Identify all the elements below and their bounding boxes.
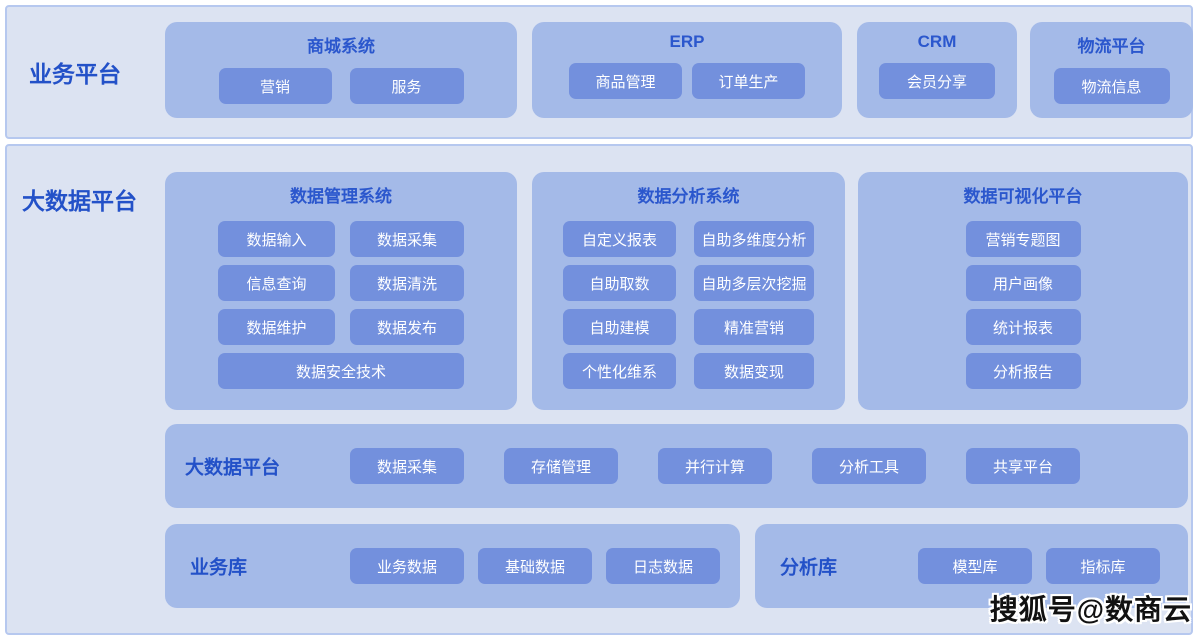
- block-custom-report: 自定义报表: [563, 221, 676, 257]
- block-data-collection-infra: 数据采集: [350, 448, 464, 484]
- block-service: 服务: [349, 68, 464, 104]
- block-model-library: 模型库: [918, 548, 1032, 584]
- block-marketing-thematic-map: 营销专题图: [965, 221, 1081, 257]
- card-title: 数据管理系统: [290, 187, 392, 206]
- block-indicator-library: 指标库: [1046, 548, 1160, 584]
- sohu-watermark: 搜狐号@数商云: [989, 594, 1192, 625]
- card-title: 物流平台: [1077, 37, 1146, 56]
- block-self-modeling: 自助建模: [563, 309, 676, 345]
- block-user-portrait: 用户画像: [965, 265, 1081, 301]
- block-self-data-fetch: 自助取数: [563, 265, 676, 301]
- block-order-production: 订单生产: [692, 63, 805, 99]
- block-data-monetization: 数据变现: [694, 353, 814, 389]
- block-data-publishing: 数据发布: [350, 309, 464, 345]
- block-storage-management: 存储管理: [504, 448, 618, 484]
- block-self-multidim-analysis: 自助多维度分析: [694, 221, 814, 257]
- block-logistics-info: 物流信息: [1053, 68, 1170, 104]
- block-business-data: 业务数据: [350, 548, 464, 584]
- row-bigdata-infra: 大数据平台 数据采集 存储管理 并行计算 分析工具 共享平台: [165, 424, 1188, 508]
- block-log-data: 日志数据: [606, 548, 720, 584]
- card-title: 商城系统: [307, 37, 375, 56]
- card-title: 数据可视化平台: [963, 187, 1083, 206]
- block-precision-marketing: 精准营销: [694, 309, 814, 345]
- block-product-management: 商品管理: [569, 63, 682, 99]
- block-marketing: 营销: [218, 68, 332, 104]
- block-data-maintenance: 数据维护: [218, 309, 335, 345]
- block-basic-data: 基础数据: [478, 548, 592, 584]
- block-self-multilevel-mining: 自助多层次挖掘: [694, 265, 814, 301]
- card-title: 数据分析系统: [637, 187, 740, 206]
- block-info-query: 信息查询: [218, 265, 335, 301]
- card-data-visualization-platform: 数据可视化平台 营销专题图 用户画像 统计报表 分析报告: [858, 172, 1188, 410]
- row-label-analysis-db: 分析库: [780, 557, 838, 579]
- bigdata-platform-panel: 大数据平台 数据管理系统 数据输入 数据采集 信息查询 数据清洗 数据维护 数据…: [5, 144, 1193, 635]
- row-label-business-db: 业务库: [190, 557, 248, 579]
- block-data-cleaning: 数据清洗: [350, 265, 464, 301]
- block-analysis-report: 分析报告: [965, 353, 1081, 389]
- row-business-db: 业务库 业务数据 基础数据 日志数据: [165, 524, 740, 608]
- business-platform-label: 业务平台: [29, 61, 121, 87]
- row-analysis-db: 分析库 模型库 指标库: [755, 524, 1188, 608]
- block-personalized-retention: 个性化维系: [563, 353, 676, 389]
- card-mall-system: 商城系统 营销 服务: [165, 22, 517, 118]
- card-crm: CRM 会员分享: [857, 22, 1017, 118]
- card-logistics-platform: 物流平台 物流信息: [1030, 22, 1193, 118]
- row-label-bigdata: 大数据平台: [185, 457, 281, 479]
- block-analysis-tools: 分析工具: [812, 448, 926, 484]
- block-parallel-computing: 并行计算: [658, 448, 772, 484]
- block-statistical-report: 统计报表: [965, 309, 1081, 345]
- bigdata-platform-label: 大数据平台: [22, 188, 137, 214]
- card-title: CRM: [917, 32, 957, 51]
- block-member-sharing: 会员分享: [879, 63, 995, 99]
- card-data-analysis-system: 数据分析系统 自定义报表 自助多维度分析 自助取数 自助多层次挖掘 自助建模 精…: [532, 172, 845, 410]
- block-data-security-tech: 数据安全技术: [218, 353, 464, 389]
- block-data-input: 数据输入: [218, 221, 335, 257]
- card-erp: ERP 商品管理 订单生产: [532, 22, 842, 118]
- block-data-collection: 数据采集: [350, 221, 464, 257]
- business-platform-panel: 业务平台 商城系统 营销 服务 ERP 商品管理 订单生产 CRM: [5, 5, 1193, 139]
- block-sharing-platform: 共享平台: [966, 448, 1080, 484]
- card-title: ERP: [669, 32, 705, 51]
- card-data-management-system: 数据管理系统 数据输入 数据采集 信息查询 数据清洗 数据维护 数据发布 数据安…: [165, 172, 517, 410]
